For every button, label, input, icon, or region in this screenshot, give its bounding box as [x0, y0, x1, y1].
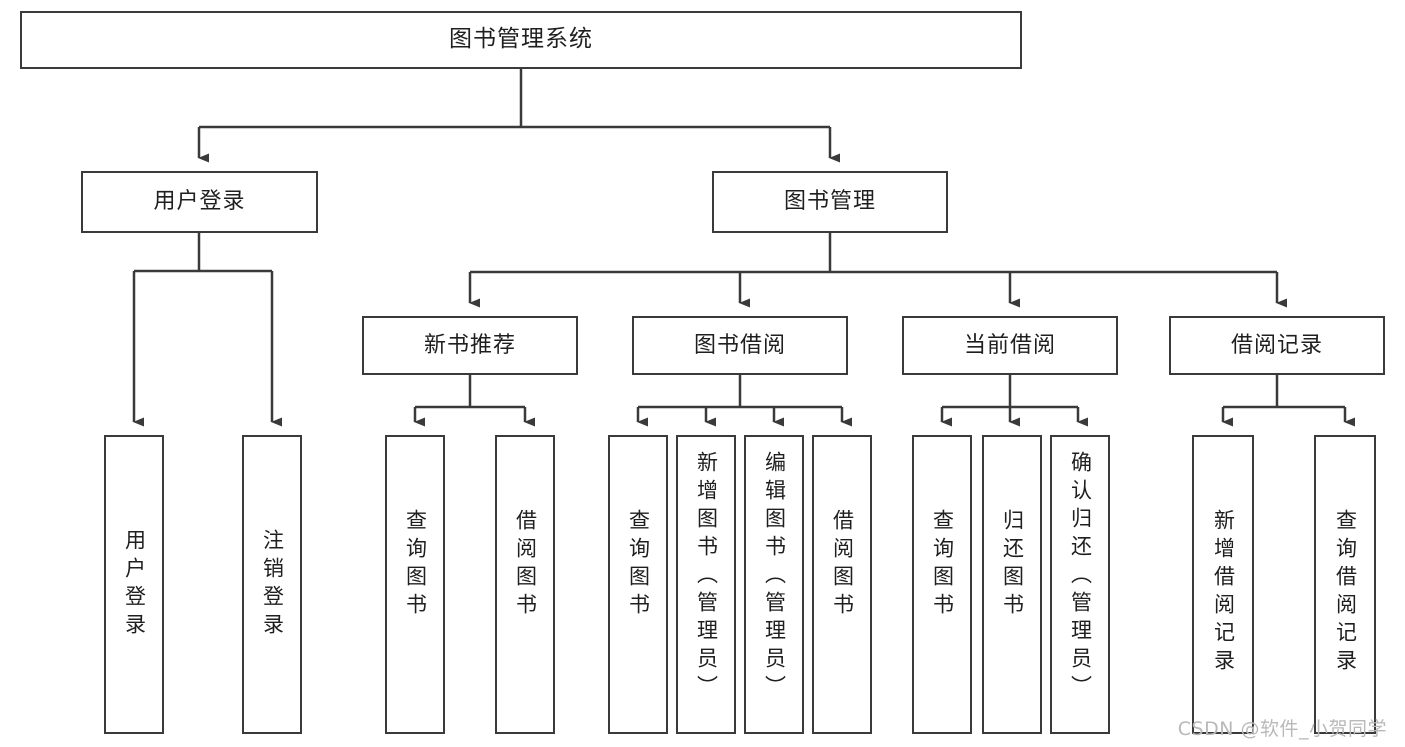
leaf-book-borrow-edit-book-admin[interactable]: 编辑图书（管理员）	[744, 435, 804, 734]
node-label: 查询图书	[403, 509, 428, 621]
node-label: 图书借阅	[693, 332, 786, 358]
node-label: 用户登录	[122, 529, 147, 641]
node-label: 查询借阅记录	[1333, 509, 1358, 677]
leaf-borrow-record-query-record[interactable]: 查询借阅记录	[1314, 435, 1376, 734]
leaf-user-login-logout[interactable]: 注销登录	[242, 435, 302, 734]
node-label: 编辑图书（管理员）	[762, 451, 787, 703]
node-label: 确认归还（管理员）	[1068, 451, 1093, 703]
leaf-current-borrow-return-book[interactable]: 归还图书	[982, 435, 1042, 734]
node-label: 查询图书	[930, 509, 955, 621]
leaf-new-book-query-book[interactable]: 查询图书	[385, 435, 445, 734]
node-borrow-record[interactable]: 借阅记录	[1169, 316, 1385, 375]
node-current-borrow[interactable]: 当前借阅	[902, 316, 1118, 375]
leaf-book-borrow-add-book-admin[interactable]: 新增图书（管理员）	[676, 435, 736, 734]
node-label: 注销登录	[260, 529, 285, 641]
node-new-book-recommend[interactable]: 新书推荐	[362, 316, 578, 375]
node-label: 新书推荐	[423, 332, 516, 358]
node-label: 图书管理	[783, 189, 876, 215]
node-root-book-management-system[interactable]: 图书管理系统	[20, 11, 1022, 69]
node-label: 查询图书	[626, 509, 651, 621]
leaf-current-borrow-query-book[interactable]: 查询图书	[912, 435, 972, 734]
node-label: 借阅图书	[830, 509, 855, 621]
node-label: 当前借阅	[963, 332, 1056, 358]
node-label: 归还图书	[1000, 509, 1025, 621]
node-label: 借阅记录	[1230, 332, 1323, 358]
node-book-management[interactable]: 图书管理	[712, 171, 948, 233]
node-label: 新增借阅记录	[1211, 509, 1236, 677]
node-label: 用户登录	[153, 189, 246, 215]
csdn-watermark: CSDN @软件_小贺同学	[1177, 718, 1387, 740]
leaf-book-borrow-borrow-book[interactable]: 借阅图书	[812, 435, 872, 734]
leaf-book-borrow-query-book[interactable]: 查询图书	[608, 435, 668, 734]
leaf-borrow-record-add-record[interactable]: 新增借阅记录	[1192, 435, 1254, 734]
node-label: 借阅图书	[513, 509, 538, 621]
leaf-new-book-borrow-book[interactable]: 借阅图书	[495, 435, 555, 734]
leaf-current-borrow-confirm-return-admin[interactable]: 确认归还（管理员）	[1050, 435, 1110, 734]
node-user-login[interactable]: 用户登录	[81, 171, 318, 233]
node-label: 新增图书（管理员）	[694, 451, 719, 703]
node-book-borrow[interactable]: 图书借阅	[632, 316, 848, 375]
leaf-user-login-login[interactable]: 用户登录	[104, 435, 164, 734]
node-label: 图书管理系统	[449, 26, 593, 53]
